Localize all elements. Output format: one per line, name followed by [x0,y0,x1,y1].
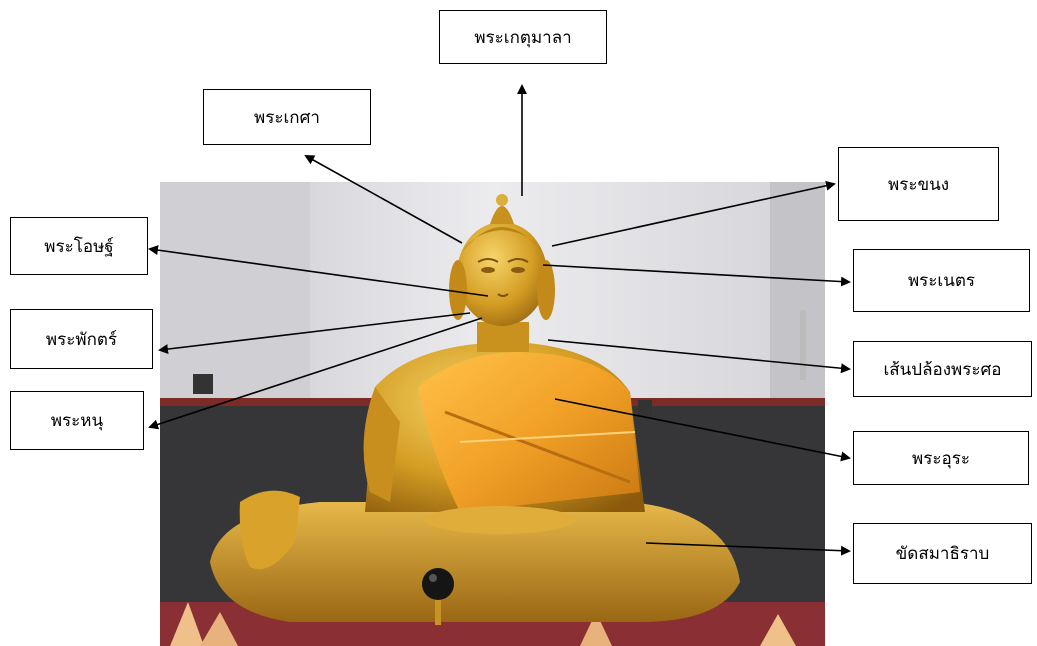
arrow-khat [646,543,849,551]
label-khanong: พระขนง [838,147,999,221]
label-ura: พระอุระ [853,431,1029,485]
arrow-kesa [306,156,462,243]
label-ot: พระโอษฐ์ [10,217,148,275]
arrow-netr [543,265,849,282]
arrow-phak [160,313,470,350]
label-hanu: พระหนุ [10,391,144,450]
label-ketumala: พระเกตุมาลา [439,10,607,64]
arrow-plong [548,340,849,369]
arrow-ura [555,399,849,458]
label-netr: พระเนตร [853,249,1030,312]
label-plong-sor: เส้นปล้องพระศอ [853,341,1032,397]
label-khat-samathi: ขัดสมาธิราบ [853,523,1032,584]
arrow-khanong [552,184,834,246]
label-phak: พระพักตร์ [10,309,153,369]
label-kesa: พระเกศา [203,89,371,145]
arrow-unna [150,249,488,296]
arrow-hanu [150,318,482,427]
